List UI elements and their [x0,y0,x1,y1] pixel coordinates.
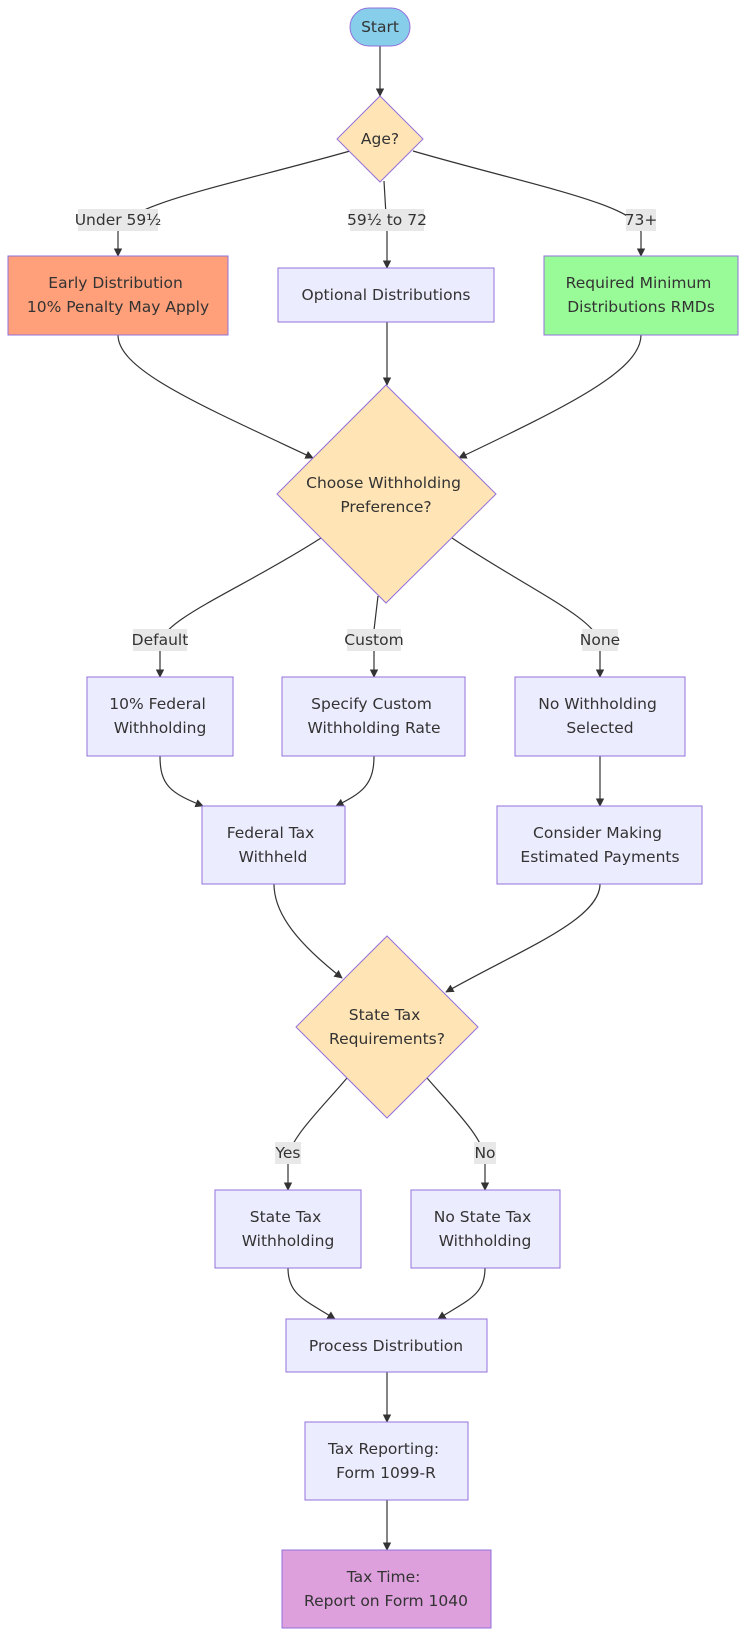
node-federal-10 [86,676,234,757]
svg-text:No Withholding Selected: No Withholding Selected [538,695,662,737]
edge-early-withholding [117,334,314,459]
node-start [349,7,411,47]
svg-text:Consider Making Estimate: Consider Making Estimated Payments [520,824,679,866]
nodes: Start Age? Early Distribution 10% Penalt… [7,7,739,1629]
edges [113,46,646,1551]
node-statewith-line2: Withholding [242,1232,335,1250]
edge-label-default: Default [132,631,189,649]
edge-statereq-nostate [426,1077,490,1191]
edge-custom-fedwithheld [335,755,375,807]
node-fedwithheld-line2: Withheld [239,848,308,866]
node-taxtime-line1: Tax Time: [346,1568,421,1586]
node-statewith-line1: State Tax [250,1208,322,1226]
node-federal-withheld [201,805,346,885]
svg-text:Tax Time: Report on Form: Tax Time: Report on Form 1040 [304,1568,468,1610]
edge-label-yes: Yes [274,1144,300,1162]
node-process-distribution [285,1318,488,1373]
edge-withholding-federal10 [155,537,322,678]
node-reporting-line1: Tax Reporting: [327,1440,439,1458]
node-process-line1: Process Distribution [309,1337,463,1355]
node-estimated-payments [496,805,703,885]
svg-text:10% Federal Withholding: 10% Federal Withholding [109,695,210,737]
node-optional-distributions [277,267,495,323]
node-early-line2: 10% Penalty May Apply [27,298,209,316]
edge-statereq-statewith [283,1077,348,1191]
edge-withholding-none [451,537,605,678]
node-no-withholding [514,676,686,757]
node-custom-line2: Withholding Rate [307,719,440,737]
node-tax-time [281,1549,492,1629]
svg-text:Early Distribution 10% P: Early Distribution 10% Penalty May Apply [27,274,209,316]
node-custom-line1: Specify Custom [311,695,432,713]
svg-text:Process Distribution: Process Distribution [309,1337,463,1355]
node-tax-reporting [304,1421,469,1501]
edge-label-none: None [580,631,620,649]
node-estimated-line1: Consider Making [533,824,662,842]
edge-label-mid: 59½ to 72 [347,211,427,229]
edge-fedwithheld-statereq [273,883,343,979]
svg-text:Tax Reporting: Form 1099: Tax Reporting: Form 1099-R [327,1440,444,1482]
node-optional-line1: Optional Distributions [302,286,471,304]
node-nowith-line2: Selected [566,719,633,737]
node-estimated-line2: Estimated Payments [520,848,679,866]
node-custom-rate [281,676,466,757]
node-statereq-line1: State Tax [349,1006,421,1024]
edge-rmd-withholding [458,334,642,459]
node-rmd [543,255,739,336]
node-start-text: Start [361,18,399,36]
node-rmd-line2: Distributions RMDs [567,298,715,316]
node-fedwithheld-line1: Federal Tax [227,824,315,842]
node-early-distribution [7,255,229,336]
node-nostate-line1: No State Tax [434,1208,532,1226]
svg-text:No State Tax Withholding: No State Tax Withholding [434,1208,536,1250]
svg-text:Choose Withholding Prefe: Choose Withholding Preference? [306,474,466,516]
edge-age-rmd [412,150,646,257]
node-age-text: Age? [361,130,399,148]
svg-text:State Tax Withholding: State Tax Withholding [242,1208,335,1250]
edge-labels: Under 59½ 59½ to 72 73+ Default Custom N… [75,209,658,1164]
node-taxtime-line2: Report on Form 1040 [304,1592,468,1610]
edge-label-over: 73+ [625,211,658,229]
node-statereq-line2: Requirements? [329,1030,445,1048]
edge-statewith-process [287,1267,336,1320]
svg-text:Federal Tax Withheld: Federal Tax Withheld [227,824,320,866]
node-early-line1: Early Distribution [48,274,183,292]
node-nostate-line2: Withholding [439,1232,532,1250]
node-state-withholding [214,1189,362,1269]
node-federal10-line2: Withholding [114,719,207,737]
edge-label-custom: Custom [344,631,403,649]
svg-text:Specify Custom Withholdi: Specify Custom Withholding Rate [307,695,440,737]
svg-text:Start: Start [361,18,399,36]
svg-text:Required Minimum Distrib: Required Minimum Distributions RMDs [566,274,717,316]
edge-age-optional [382,180,392,269]
svg-text:Optional Distributions: Optional Distributions [302,286,471,304]
svg-text:Age?: Age? [361,130,399,148]
svg-text:State Tax Requirements?: State Tax Requirements? [329,1006,445,1048]
node-rmd-line1: Required Minimum [566,274,712,292]
edge-federal10-fedwithheld [159,755,204,808]
edge-nostate-process [437,1267,486,1320]
edge-label-under: Under 59½ [75,211,162,229]
node-nowith-line1: No Withholding [538,695,657,713]
node-age-decision [336,95,424,183]
edge-age-early [113,150,351,257]
node-no-state-tax [410,1189,561,1269]
node-federal10-line1: 10% Federal [109,695,206,713]
node-withholding-line2: Preference? [340,498,431,516]
node-withholding-line1: Choose Withholding [306,474,461,492]
node-state-req-decision [295,935,479,1119]
edge-estimated-statereq [445,883,601,993]
edge-label-no: No [474,1144,495,1162]
node-reporting-line2: Form 1099-R [336,1464,436,1482]
node-withholding-decision [276,384,497,604]
